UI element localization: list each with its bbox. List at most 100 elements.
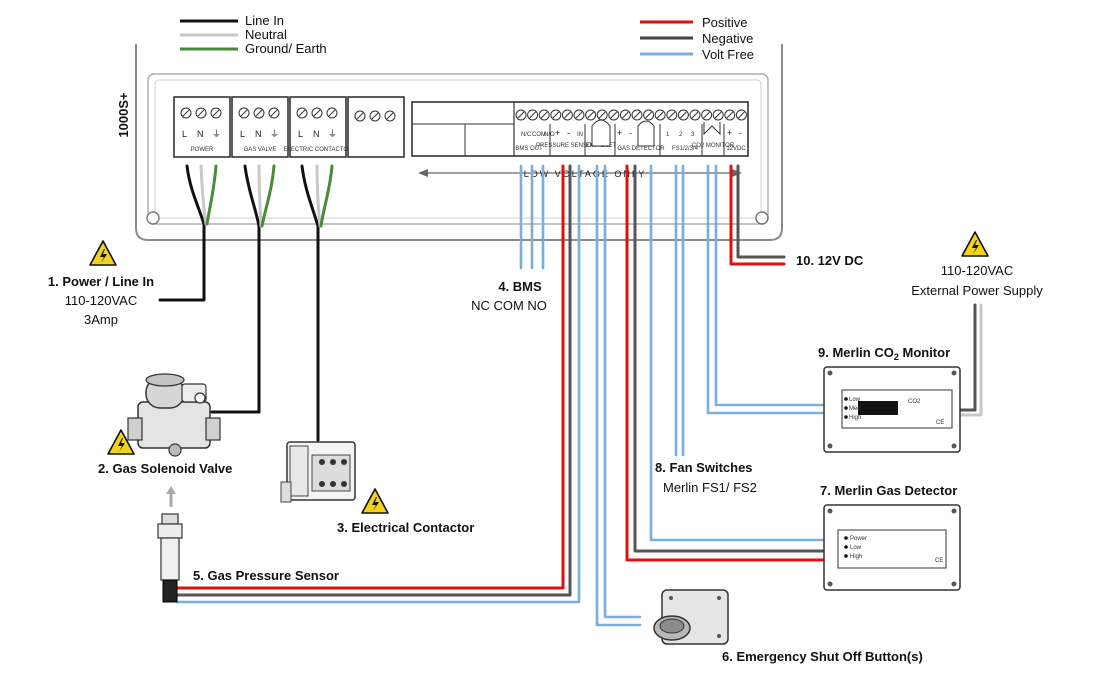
detector-signal-wire	[649, 164, 826, 542]
terminal-screw	[677, 109, 689, 121]
pressure-term-minus: -	[567, 128, 570, 138]
contactor-term-l: L	[298, 129, 303, 139]
label-12v-dc: 10. 12V DC	[796, 253, 864, 268]
terminal-screw	[735, 109, 747, 121]
em-reset-symbol	[591, 119, 611, 147]
legend-volt-free-label: Volt Free	[702, 47, 754, 62]
external-supply-wire-a	[958, 303, 977, 412]
terminal-screw	[550, 109, 562, 121]
co2-wire-a	[706, 164, 826, 415]
terminal-block-gas-valve: L N ⏚ GAS VALVE	[231, 96, 289, 158]
label-external-supply-voltage: 110-120VAC	[941, 263, 1014, 278]
detector-led-low: Low	[850, 545, 862, 551]
label-external-supply: External Power Supply	[911, 283, 1043, 298]
fs-term-2: 2	[679, 132, 683, 138]
detector-ce-mark: CE	[935, 558, 943, 564]
contactor-term-n: N	[313, 129, 320, 139]
terminal-screw	[689, 109, 701, 121]
legend-mains: Line In Neutral Ground/ Earth	[180, 13, 327, 56]
label-fan-switches-title: 8. Fan Switches	[655, 460, 753, 475]
power-neutral-wire	[199, 164, 208, 226]
terminal-screw	[701, 109, 713, 121]
terminal-screw	[643, 109, 655, 121]
terminal-screw	[561, 109, 573, 121]
valve-ground-wire	[260, 164, 276, 228]
detector-symbol	[637, 120, 655, 147]
label-merlin-gas-detector: 7. Merlin Gas Detector	[820, 483, 957, 498]
legend-neutral-label: Neutral	[245, 27, 287, 42]
co2-title-pre: 9. Merlin CO	[818, 345, 894, 360]
bms-term-com: COM	[532, 132, 546, 138]
label-gas-pressure-sensor: 5. Gas Pressure Sensor	[193, 568, 339, 583]
bms-term-nc: N/C	[521, 132, 532, 138]
gas-valve-terminal-label: GAS VALVE	[244, 147, 277, 153]
co2-led-med: Med	[849, 406, 861, 412]
label-bms-title: 4. BMS	[498, 279, 542, 294]
detector-led-power: Power	[850, 536, 867, 542]
terminal-screw	[596, 109, 608, 121]
mounting-hole-left	[146, 211, 160, 225]
warning-icon-contactor	[361, 488, 389, 514]
pressure-terminal-label: PRESSURE SENSOR	[536, 143, 597, 149]
co2-ce-mark: CE	[936, 420, 944, 426]
label-fan-switches-models: Merlin FS1/ FS2	[663, 480, 757, 495]
bms-term-no: N/O	[544, 132, 555, 138]
gas-solenoid-valve	[127, 373, 221, 457]
co2-title-post: Monitor	[899, 345, 950, 360]
dc12-term-minus: -	[739, 128, 742, 138]
contactor-ground-wire	[319, 164, 334, 228]
power-term-n: N	[197, 129, 204, 139]
terminal-block-contactor: L N ⏚ ELECTRIC CONTACTOR	[284, 96, 353, 158]
fs-term-1: 1	[666, 132, 670, 138]
label-gas-solenoid-valve: 2. Gas Solenoid Valve	[98, 461, 232, 476]
merlin-co2-monitor: Low Med High CO2 CE	[823, 366, 961, 453]
terminal-screw	[619, 109, 631, 121]
pressure-signal-wire	[175, 164, 581, 604]
terminal-screw	[631, 109, 643, 121]
contactor-neutral-wire	[315, 164, 322, 228]
detector-negative-wire	[633, 164, 826, 553]
co2-terminal-label: CO2 MONITOR	[692, 143, 735, 149]
valve-term-n: N	[255, 129, 262, 139]
pressure-term-in: IN	[577, 132, 583, 138]
co2-led-high: High	[849, 415, 861, 421]
power-ground-wire	[205, 164, 218, 226]
valve-term-earth: ⏚	[270, 129, 279, 139]
pressure-negative-wire	[175, 164, 572, 597]
gas-pressure-sensor	[157, 486, 183, 603]
co2-wire-b	[714, 164, 826, 407]
valve-line-wire	[210, 164, 261, 414]
panel-model-label: 1000S+	[116, 92, 131, 138]
label-electrical-contactor: 3. Electrical Contactor	[337, 520, 474, 535]
valve-neutral-wire	[257, 164, 263, 228]
gas-detector-terminal-label: GAS DETECTOR	[617, 146, 665, 152]
terminal-screw	[515, 109, 527, 121]
legend-ground-label: Ground/ Earth	[245, 41, 327, 56]
label-power-voltage: 110-120VAC	[65, 293, 138, 308]
terminal-block-spare	[347, 96, 405, 158]
control-panel: 1000S+ L N ⏚ POWER L N ⏚ GAS VALVE L N ⏚…	[116, 44, 783, 241]
label-power-title: 1. Power / Line In	[48, 274, 154, 289]
electrical-contactor	[280, 441, 356, 503]
low-voltage-label: LOW VOLTAGE ONLY	[524, 169, 647, 179]
label-bms-terminals: NC COM NO	[471, 298, 547, 313]
legend-line-in-label: Line In	[245, 13, 284, 28]
terminal-screw	[712, 109, 724, 121]
power-terminal-label: POWER	[191, 147, 214, 153]
dc-negative-wire	[736, 164, 786, 259]
terminal-screw	[573, 109, 585, 121]
power-term-earth: ⏚	[212, 129, 221, 139]
legend-low-voltage: Positive Negative Volt Free	[640, 15, 754, 62]
dc12-term-plus: +	[727, 128, 732, 138]
emergency-wire-a	[595, 164, 642, 627]
warning-icon-power	[89, 240, 117, 266]
pressure-term-plus: +	[555, 128, 560, 138]
terminal-screw	[585, 109, 597, 121]
terminal-screw	[538, 109, 550, 121]
relay-symbol	[703, 122, 721, 136]
terminal-screw	[724, 109, 736, 121]
mounting-hole-right	[755, 211, 769, 225]
label-emergency-shut-off: 6. Emergency Shut Off Button(s)	[722, 649, 923, 664]
low-voltage-terminal-strip: BMS OUT PRESSURE SENSOR EM RESET GAS DET…	[411, 101, 749, 157]
